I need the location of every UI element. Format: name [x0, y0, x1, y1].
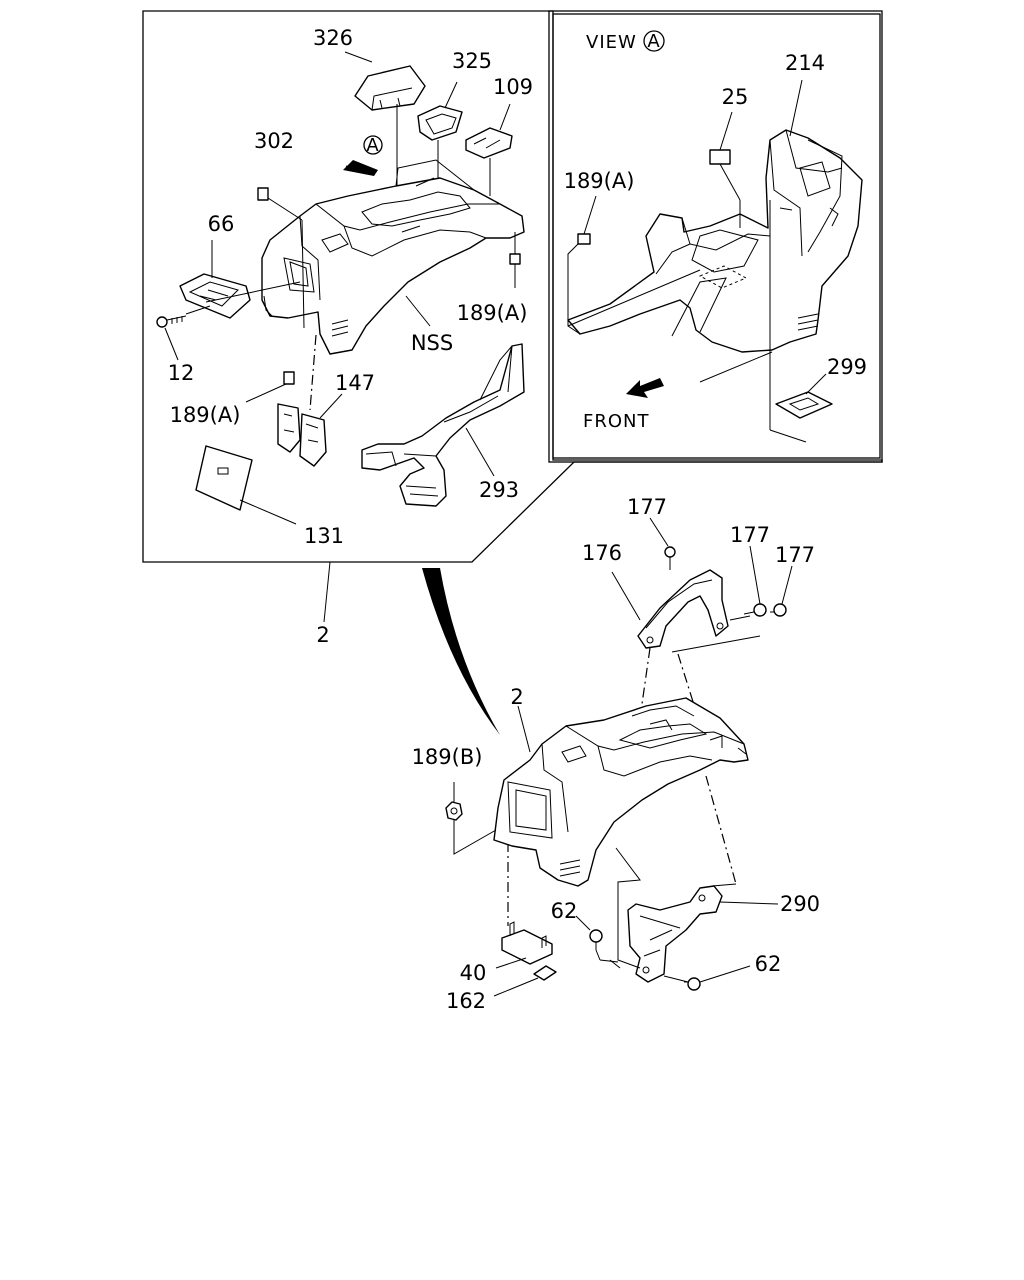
callout-40: 40 [460, 961, 487, 985]
callout-290: 290 [780, 892, 820, 916]
part-299 [775, 391, 833, 419]
part-40 [501, 921, 553, 965]
part-302 [257, 187, 269, 201]
part-325 [417, 105, 463, 141]
part-189b [445, 801, 463, 821]
part-177-c [770, 603, 787, 617]
callout-62-1: 62 [551, 899, 578, 923]
detail-connector [422, 568, 500, 735]
view-a-console [567, 129, 863, 353]
front-arrow [626, 378, 664, 398]
callout-12: 12 [168, 361, 195, 385]
callout-302: 302 [254, 129, 294, 153]
callout-176: 176 [582, 541, 622, 565]
callout-131: 131 [304, 524, 344, 548]
callout-109: 109 [493, 75, 533, 99]
callout-326: 326 [313, 26, 353, 50]
callout-189b: 189(B) [412, 745, 483, 769]
view-a-title: VIEW [586, 32, 637, 53]
callout-2-bottom: 2 [510, 685, 523, 709]
callout-25: 25 [722, 85, 749, 109]
part-62-b [684, 977, 701, 991]
callout-189a-left: 189(A) [170, 403, 241, 427]
callout-62-2: 62 [755, 952, 782, 976]
part-62-a [589, 929, 603, 950]
callout-177-2: 177 [730, 523, 770, 547]
callout-147: 147 [335, 371, 375, 395]
part-176 [637, 569, 729, 649]
front-label: FRONT [583, 411, 650, 432]
callout-177-1: 177 [627, 495, 667, 519]
view-a-marker-text: A [366, 135, 379, 156]
part-131 [195, 445, 253, 511]
part-177-a [664, 546, 676, 570]
part-66 [179, 273, 251, 319]
callout-293: 293 [479, 478, 519, 502]
part-189a-left [283, 371, 295, 385]
part-12 [156, 315, 187, 328]
part-177-b [743, 603, 767, 617]
part-189a-right [509, 253, 521, 265]
view-a-arrow: A [343, 135, 383, 176]
part-290 [627, 885, 723, 983]
callout-2-top: 2 [316, 623, 329, 647]
callout-299: 299 [827, 355, 867, 379]
callout-214: 214 [785, 51, 825, 75]
callout-177-3: 177 [775, 543, 815, 567]
part-162 [533, 965, 557, 981]
part-147 [277, 403, 327, 467]
callout-189a-view: 189(A) [564, 169, 635, 193]
callout-189a-right: 189(A) [457, 301, 528, 325]
view-a-frame [552, 13, 881, 459]
view-a-title-marker: A [647, 31, 660, 52]
console-body-top [261, 159, 525, 355]
callout-nss: NSS [411, 331, 453, 355]
callout-162: 162 [446, 989, 486, 1013]
part-2-console [493, 697, 749, 887]
part-326 [354, 65, 426, 111]
part-293 [361, 343, 525, 507]
callout-66: 66 [208, 212, 235, 236]
part-109 [465, 127, 513, 159]
part-25 [709, 149, 731, 165]
part-189a-view [577, 233, 591, 245]
callout-325: 325 [452, 49, 492, 73]
